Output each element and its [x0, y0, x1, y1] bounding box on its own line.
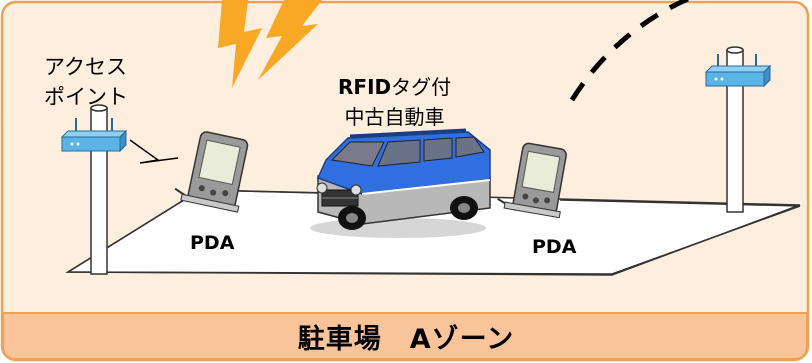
access-point-label-line1: アクセス	[44, 55, 127, 79]
ground-outline	[65, 189, 801, 275]
wireless-link-zigzag	[129, 139, 179, 164]
zone-label: 駐車場 Aゾーン	[297, 324, 515, 355]
pole-left-top	[90, 104, 108, 112]
lightning-icon	[218, 0, 322, 88]
pda-icon	[174, 131, 249, 213]
vehicle-label-rfid: RFID	[338, 75, 392, 99]
pda-label-right: PDA	[532, 236, 577, 258]
pda-icon	[497, 142, 567, 219]
access-point-label: アクセス ポイント	[44, 52, 128, 112]
vehicle-label-tag: タグ付	[391, 75, 452, 99]
pole-right-top	[726, 46, 744, 54]
ground-back-edge-right	[559, 199, 801, 207]
vehicle-label: RFIDタグ付 中古自動車	[338, 72, 451, 132]
access-point-label-line2: ポイント	[44, 85, 128, 109]
router-icon	[704, 54, 772, 88]
signal-dashed-arc	[569, 0, 692, 102]
vehicle-label-line1: RFIDタグ付	[338, 72, 451, 102]
vehicle-label-line2: 中古自動車	[344, 105, 445, 129]
pda-label-left: PDA	[190, 232, 235, 254]
van-icon	[310, 128, 491, 238]
zone-footer-band	[2, 312, 808, 360]
router-icon	[60, 118, 128, 153]
